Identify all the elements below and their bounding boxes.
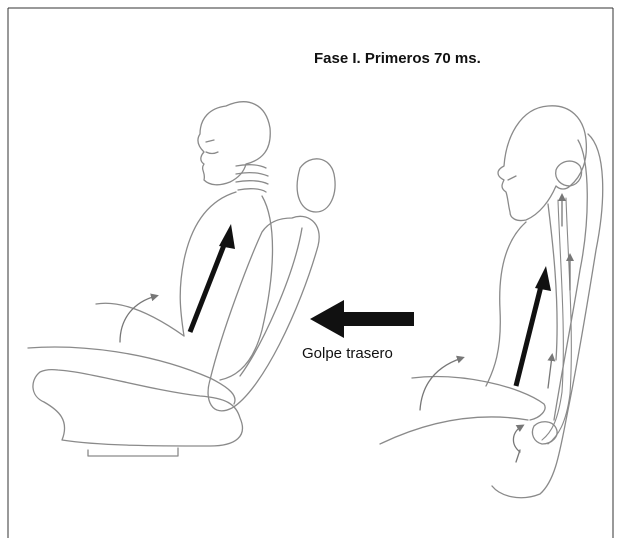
- figure-title: Fase I. Primeros 70 ms.: [314, 50, 481, 67]
- impact-label: Golpe trasero: [302, 345, 393, 362]
- seated-occupant-icon: [28, 102, 335, 456]
- impact-direction-arrow-icon: [310, 300, 414, 338]
- right-torso-force-arrow: [516, 266, 551, 386]
- left-torso-force-arrow: [190, 224, 235, 332]
- occupant-spine-detail-icon: [380, 106, 603, 498]
